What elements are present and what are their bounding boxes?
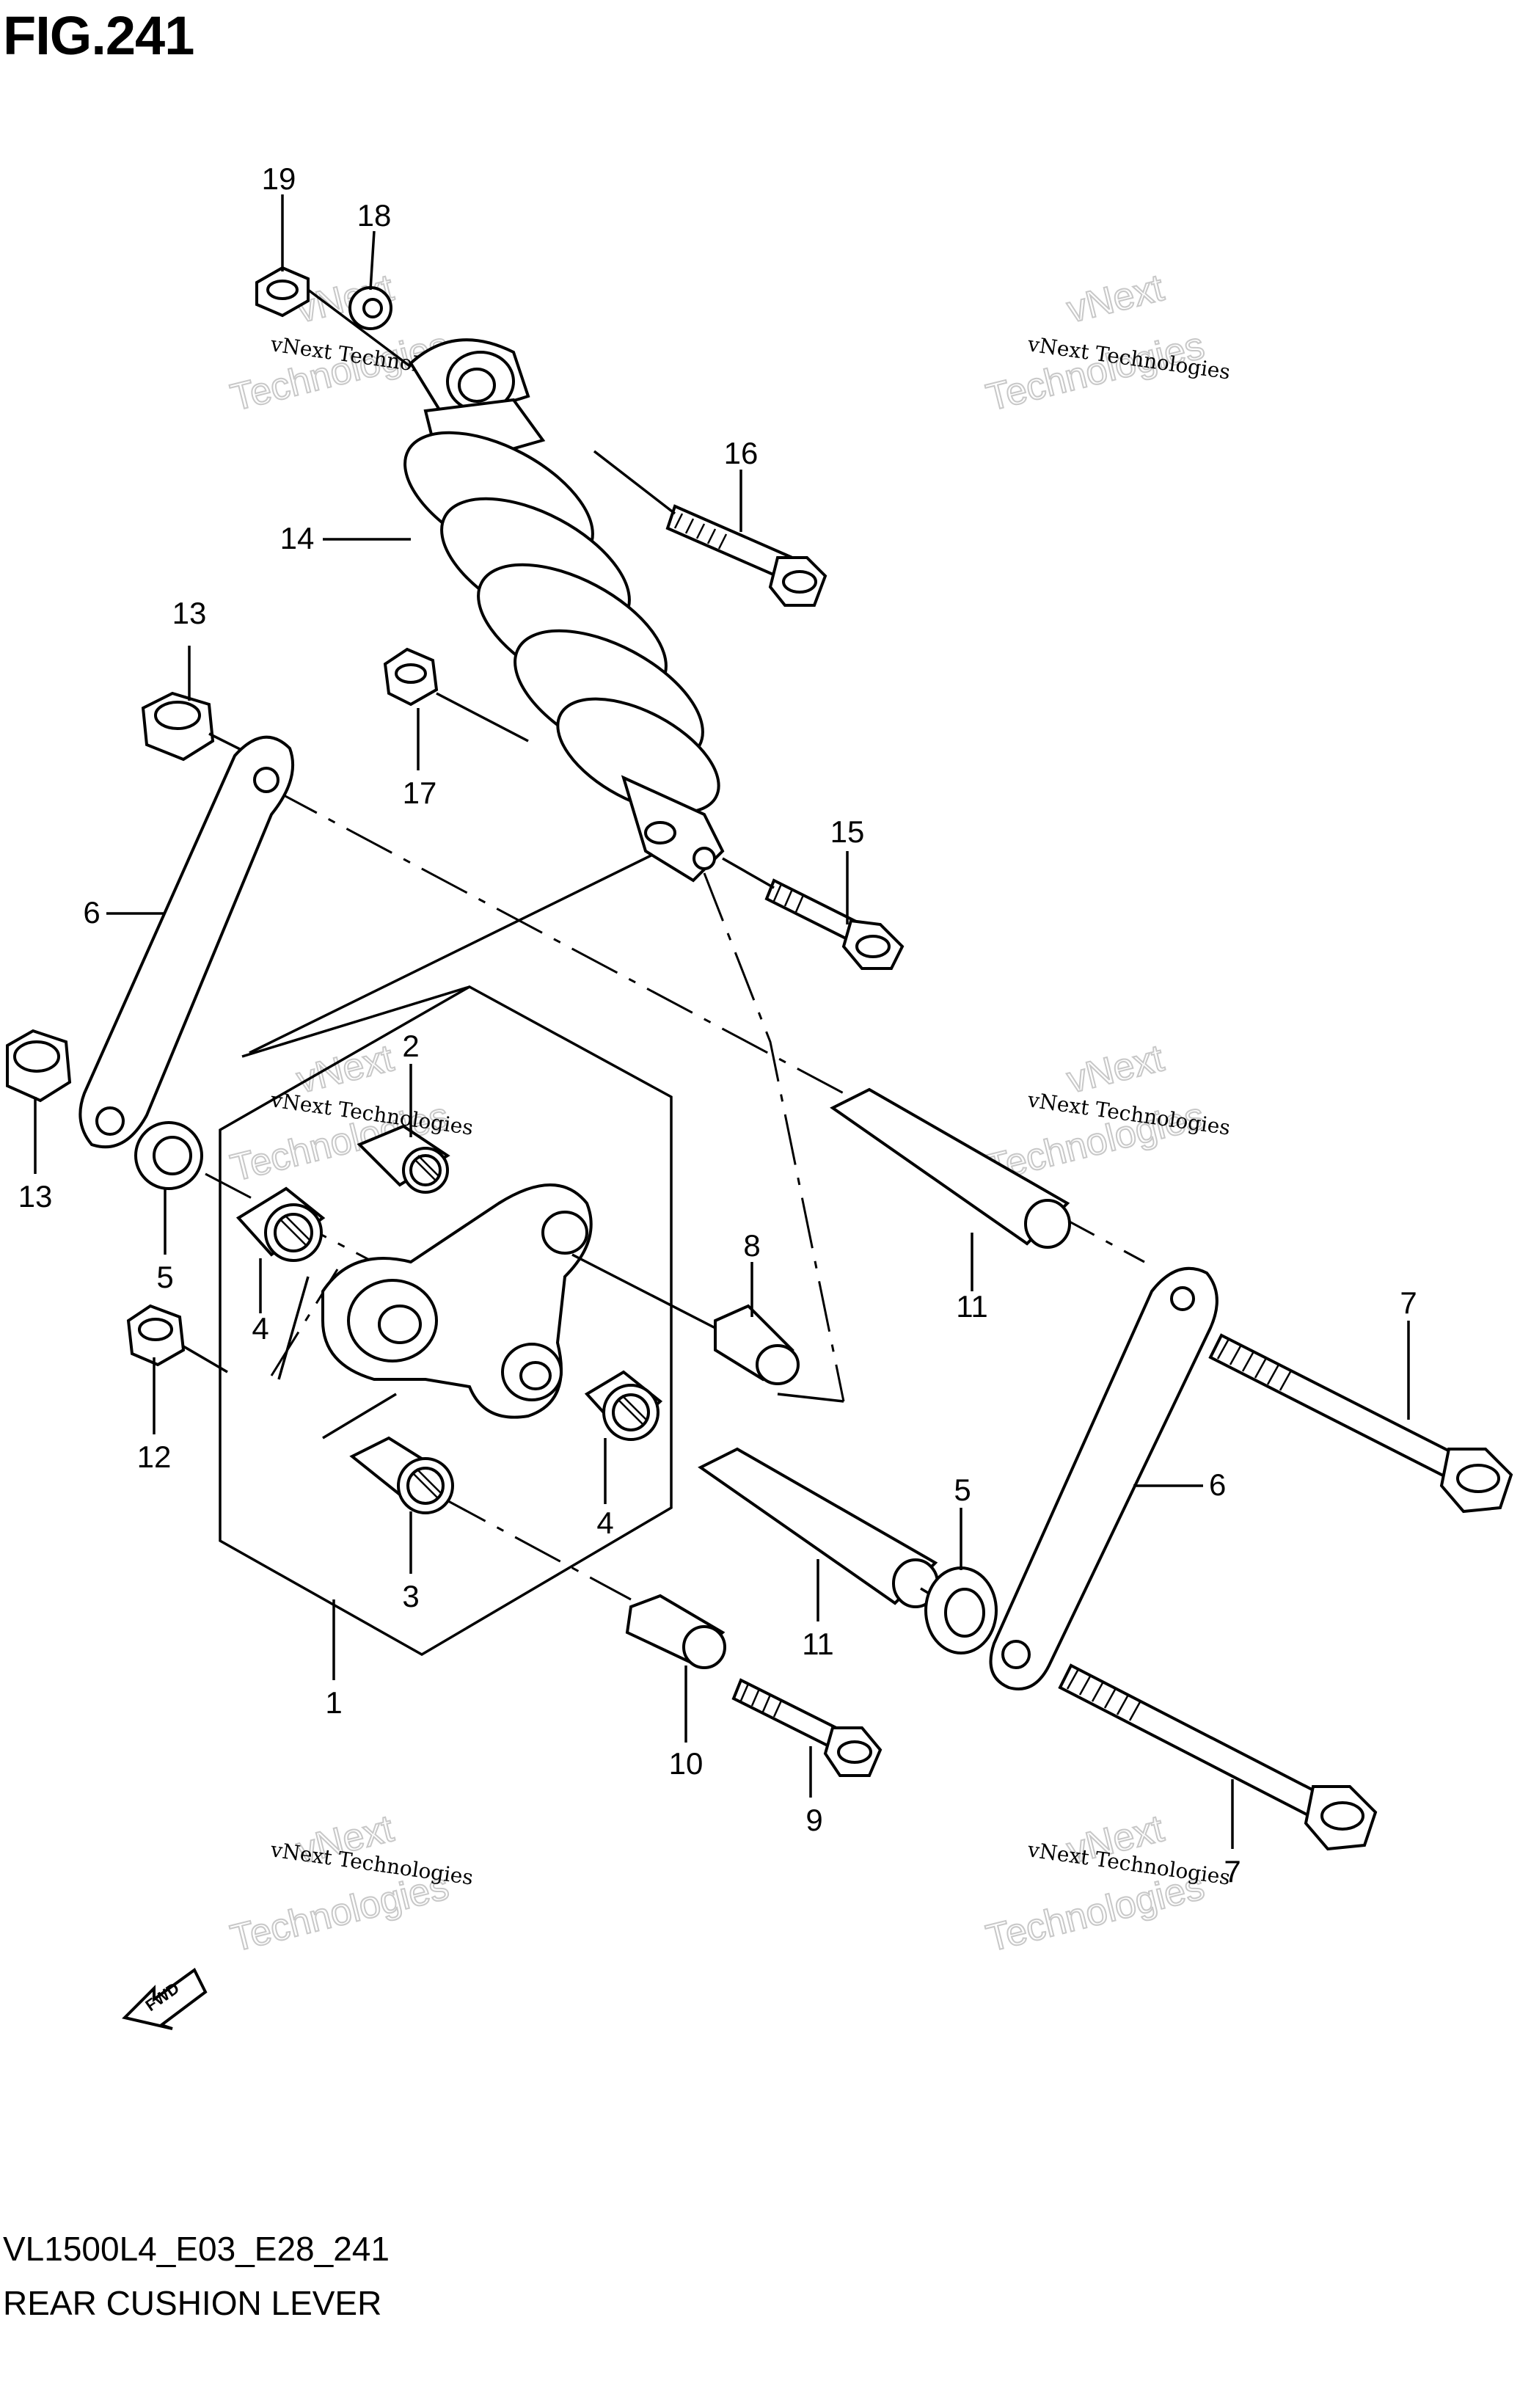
callout-10: 10 <box>669 1746 704 1781</box>
collar-8 <box>714 1304 800 1385</box>
spacer-11-upper <box>830 1087 1071 1249</box>
callout-19: 19 <box>262 161 296 196</box>
bolt-9 <box>731 1678 883 1777</box>
cushion-lever-1 <box>321 1183 593 1419</box>
washer-5-left <box>134 1121 203 1190</box>
collar-10 <box>625 1594 726 1669</box>
watermark-mid-right: vNext Technologies vNext Technologies <box>982 1036 1232 1191</box>
washer-18 <box>348 286 392 330</box>
callout-4-upper: 4 <box>252 1311 268 1346</box>
callout-11-lower: 11 <box>802 1627 834 1661</box>
fwd-arrow-icon: FWD <box>122 1967 208 2030</box>
callout-6-right: 6 <box>1209 1467 1226 1502</box>
callout-12: 12 <box>137 1440 172 1474</box>
callout-18: 18 <box>357 198 392 233</box>
cushion-rod-6-right <box>989 1266 1218 1690</box>
callout-5-right: 5 <box>954 1473 971 1507</box>
washer-5-right <box>924 1566 998 1654</box>
callout-3: 3 <box>402 1579 419 1613</box>
rear-shock-absorber <box>403 338 725 883</box>
bearing-4-lower <box>584 1370 663 1441</box>
cushion-rod-6-left <box>78 735 295 1149</box>
callout-16: 16 <box>724 436 759 470</box>
callout-8: 8 <box>743 1228 760 1263</box>
model-code: VL1500L4_E03_E28_241 <box>3 2230 390 2268</box>
diagram-name: REAR CUSHION LEVER <box>3 2284 382 2322</box>
callout-17: 17 <box>403 776 437 810</box>
bolt-15 <box>764 878 905 970</box>
callout-7-lower: 7 <box>1224 1854 1241 1889</box>
svg-text:vNext: vNext <box>1063 1037 1169 1102</box>
callout-6-left: 6 <box>83 895 100 930</box>
svg-text:vNext: vNext <box>1063 266 1169 332</box>
bearing-4-upper <box>235 1186 326 1262</box>
callout-13-upper: 13 <box>172 596 207 630</box>
callout-15: 15 <box>830 814 865 849</box>
nut-13-lower <box>6 1029 72 1103</box>
bearing-2 <box>357 1124 450 1194</box>
watermark-bottom-right: vNext Technologies vNext Technologies <box>982 1806 1232 1961</box>
lever-assembly-outline <box>219 985 673 1657</box>
callout-2: 2 <box>402 1029 419 1063</box>
callout-9: 9 <box>805 1803 822 1837</box>
callout-14: 14 <box>280 521 315 555</box>
bolt-7-upper <box>1208 1333 1513 1514</box>
watermark-top-right: vNext Technologies vNext Technologies <box>982 266 1232 420</box>
callout-4-lower: 4 <box>596 1506 613 1540</box>
figure-title: FIG.241 <box>3 5 194 66</box>
callout-11-upper: 11 <box>956 1289 988 1324</box>
bolt-16 <box>665 504 827 607</box>
callout-7-upper: 7 <box>1400 1285 1417 1320</box>
callout-5-left: 5 <box>156 1260 173 1294</box>
nut-13-upper <box>141 691 215 762</box>
bearing-3 <box>349 1436 454 1514</box>
bolt-7-lower <box>1058 1663 1378 1851</box>
callout-13-lower: 13 <box>18 1179 53 1214</box>
callout-numbers: 19 18 16 14 13 17 15 6 2 13 5 8 11 4 7 1… <box>18 161 1417 1889</box>
watermark-bottom-left: vNext Technologies vNext Technologies <box>226 1806 475 1961</box>
callout-1: 1 <box>325 1685 342 1720</box>
nut-12 <box>126 1304 186 1367</box>
leader-lines <box>34 194 1410 1849</box>
nut-19 <box>255 266 310 318</box>
nut-17 <box>383 647 439 707</box>
